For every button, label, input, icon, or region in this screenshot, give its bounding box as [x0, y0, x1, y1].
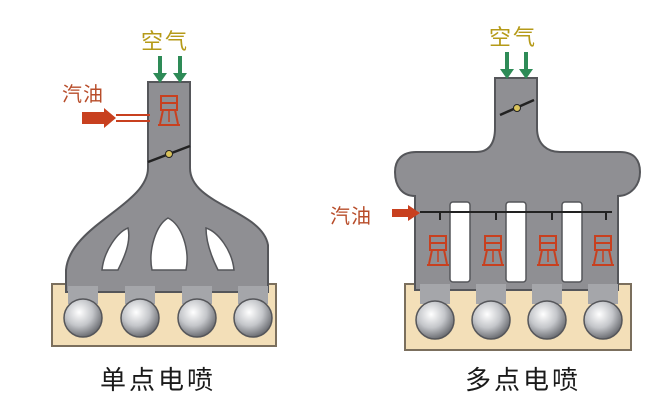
- right-valve: [527, 300, 567, 340]
- right-valve: [415, 300, 455, 340]
- right-runner-gap: [561, 201, 583, 283]
- right-runner-gap: [449, 201, 471, 283]
- right-valve: [583, 300, 623, 340]
- right-caption: 多点电喷: [465, 366, 582, 396]
- left-runner-gap: [205, 226, 235, 271]
- left-air-label: 空气: [141, 30, 190, 55]
- right-throttle-plate: [499, 98, 535, 117]
- multi-point-diagram: [392, 52, 642, 351]
- right-fuel-rail: [420, 211, 612, 220]
- left-valve: [120, 298, 160, 338]
- left-valve: [177, 298, 217, 338]
- left-runner-gap: [101, 226, 130, 271]
- left-fuel-arrow: [82, 108, 116, 128]
- left-throttle-plate: [147, 144, 191, 164]
- right-runner-gap: [505, 201, 527, 283]
- right-air-label: 空气: [489, 26, 538, 51]
- right-air-arrow: [519, 52, 533, 79]
- right-valve: [471, 300, 511, 340]
- right-fuel-label: 汽油: [330, 204, 372, 228]
- left-runner-gap: [150, 217, 188, 271]
- left-caption: 单点电喷: [100, 366, 217, 396]
- left-valve: [63, 298, 103, 338]
- left-fuel-label: 汽油: [62, 82, 104, 106]
- left-air-arrow: [153, 56, 167, 83]
- left-air-arrow: [173, 56, 187, 83]
- right-air-arrow: [500, 52, 514, 79]
- right-fuel-arrow: [392, 205, 420, 221]
- single-point-diagram: [51, 56, 277, 347]
- left-valve: [233, 298, 273, 338]
